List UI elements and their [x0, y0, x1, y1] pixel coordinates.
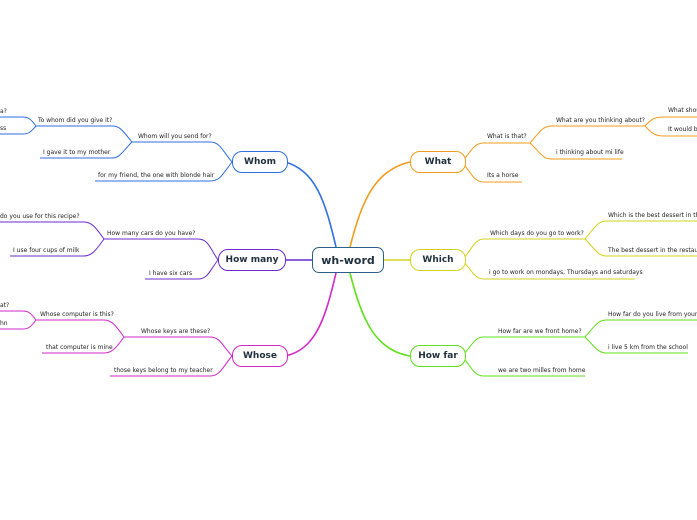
connector-whose-teacher [110, 355, 233, 377]
subtopic-whose-comp[interactable]: Whose computer is this? [40, 311, 114, 318]
connector-how-many-milk [10, 238, 105, 257]
subtopic-which-dessert-q[interactable]: Which is the best dessert in the r [608, 212, 697, 219]
subtopic-whom-send[interactable]: Whom will you send for? [138, 133, 212, 140]
connector-whom [284, 161, 337, 248]
connector-which-dessert-q [584, 220, 697, 240]
topic-which[interactable]: Which [410, 249, 466, 271]
connector-whose [284, 272, 337, 357]
subtopic-how-far-school-a[interactable]: i live 5 km from the school [608, 344, 688, 351]
subtopic-whose-comp-b[interactable]: hn [0, 320, 8, 327]
subtopic-whose-teacher[interactable]: those keys belong to my teacher [114, 367, 213, 374]
connector-whose-comp-a [0, 310, 37, 321]
subtopic-how-many-recipe[interactable]: do you use for this recipe? [0, 213, 80, 220]
connector-whose-comp [36, 319, 125, 338]
connector-whose-mine [42, 336, 125, 354]
subtopic-how-far-front[interactable]: How far are we front home? [498, 328, 582, 335]
connector-what-life [529, 142, 622, 160]
subtopic-whom-friend[interactable]: for my friend, the one with blonde hair [98, 172, 215, 179]
topic-whose[interactable]: Whose [232, 345, 288, 367]
connector-whose-comp-b [0, 319, 37, 330]
subtopic-what-horse[interactable]: Its a horse [487, 172, 519, 179]
connector-how-many-cars [104, 238, 219, 261]
connector-what-would [644, 125, 697, 137]
subtopic-whose-mine[interactable]: that computer is mine [46, 344, 113, 351]
connector-how-far-school-q [584, 319, 697, 338]
connector-how-far-school-a [584, 336, 688, 354]
topic-whom[interactable]: Whom [232, 151, 288, 173]
connector-whose-keys [124, 336, 233, 357]
subtopic-how-many-milk[interactable]: I use four cups of milk [13, 247, 80, 254]
connector-what [349, 161, 411, 248]
subtopic-whom-give[interactable]: To whom did you give it? [38, 117, 113, 124]
connector-how-far-front [461, 336, 585, 357]
subtopic-how-many-cars[interactable]: How many cars do you have? [107, 230, 196, 237]
connector-what-thinking [529, 125, 645, 144]
connector-whom-mother [40, 141, 133, 159]
connector-what-shou [644, 116, 697, 127]
topic-how-far[interactable]: How far [410, 345, 466, 367]
subtopic-whom-mother[interactable]: I gave it to my mother [43, 149, 111, 156]
connector-whom-give-a [0, 116, 37, 127]
connector-what-is [461, 142, 530, 163]
connector-whom-friend [95, 161, 233, 182]
subtopic-which-dessert-a[interactable]: The best dessert in the restaura [608, 247, 697, 254]
topic-what[interactable]: What [410, 151, 466, 173]
connector-how-far [349, 272, 411, 357]
connector-which-days [461, 238, 585, 261]
subtopic-what-thinking[interactable]: What are you thinking about? [556, 117, 645, 124]
subtopic-whose-comp-a[interactable]: at? [0, 302, 10, 309]
connector-whom-give [36, 125, 133, 143]
subtopic-what-life[interactable]: i thinking about mi life [556, 149, 624, 156]
subtopic-what-shou[interactable]: What shou [668, 107, 697, 114]
subtopic-how-far-miles[interactable]: we are two milles from home [498, 367, 586, 374]
topic-how-many[interactable]: How many [218, 249, 286, 271]
subtopic-whose-keys[interactable]: Whose keys are these? [141, 328, 211, 335]
subtopic-which-days[interactable]: Which days do you go to work? [490, 230, 584, 237]
subtopic-whom-give-b[interactable]: ss [0, 125, 7, 132]
connector-whom-give-b [0, 125, 37, 135]
connector-which-dessert-a [584, 238, 697, 257]
connector-how-many-recipe [0, 221, 105, 240]
connector-how-many-six [145, 259, 219, 280]
connector-whom-send [132, 141, 233, 163]
subtopic-whom-give-a[interactable]: a? [0, 108, 7, 115]
subtopic-how-far-school-q[interactable]: How far do you live from your sc [608, 311, 697, 318]
subtopic-what-is[interactable]: What is that? [487, 133, 527, 140]
subtopic-what-would[interactable]: It would b [668, 126, 697, 133]
subtopic-how-many-six[interactable]: I have six cars [149, 270, 193, 277]
central-topic[interactable]: wh-word [312, 247, 384, 273]
subtopic-which-days-a[interactable]: i go to work on mondays, Thursdays and s… [489, 269, 643, 276]
